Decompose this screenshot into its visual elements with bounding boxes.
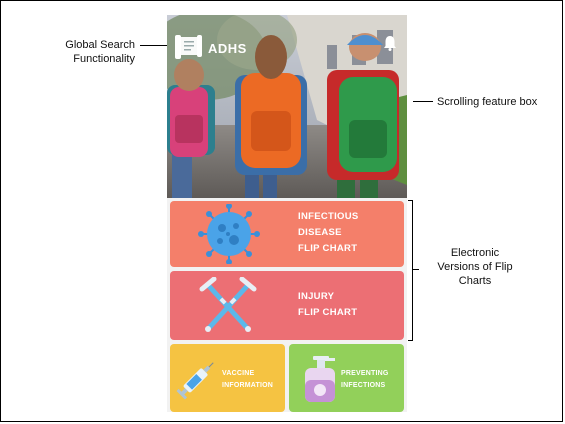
card-label-line: FLIP CHART bbox=[298, 243, 358, 254]
card-label-line: INFECTIONS bbox=[341, 382, 386, 389]
bell-icon[interactable] bbox=[383, 35, 397, 56]
bracket-line bbox=[412, 200, 413, 340]
scrolling-feature-box[interactable]: ADHS bbox=[167, 15, 407, 198]
infectious-disease-flip-chart-card[interactable]: INFECTIOUS DISEASE FLIP CHART bbox=[170, 201, 404, 267]
annotation-line: Charts bbox=[458, 275, 492, 287]
soap-dispenser-icon bbox=[299, 352, 339, 409]
hero-photo bbox=[167, 15, 407, 198]
annotation-global-search: Global Search Functionality bbox=[45, 38, 135, 66]
card-label-line: PREVENTING bbox=[341, 370, 389, 377]
card-label-line: DISEASE bbox=[298, 227, 342, 238]
card-label-line: INJURY bbox=[298, 291, 335, 302]
annotation-scrolling-box: Scrolling feature box bbox=[437, 96, 538, 108]
card-label-line: INFORMATION bbox=[222, 382, 274, 389]
scroll-logo-icon[interactable] bbox=[173, 33, 205, 66]
card-label-line: FLIP CHART bbox=[298, 307, 358, 318]
crutches-icon bbox=[198, 276, 258, 340]
card-label-line: VACCINE bbox=[222, 370, 255, 377]
preventing-infections-card[interactable]: PREVENTING INFECTIONS bbox=[289, 344, 404, 412]
annotation-flip-charts: Electronic Versions of Flip Charts bbox=[425, 246, 525, 288]
annotation-line: Electronic bbox=[450, 247, 500, 259]
card-label: INFECTIOUS DISEASE FLIP CHART bbox=[298, 209, 359, 257]
bracket-bottom bbox=[408, 340, 413, 341]
card-label-line: INFECTIOUS bbox=[298, 211, 359, 222]
vaccine-information-card[interactable]: VACCINE INFORMATION bbox=[170, 344, 285, 412]
annotation-leader-line bbox=[140, 45, 168, 46]
bracket-tick bbox=[413, 269, 419, 270]
card-label: INJURY FLIP CHART bbox=[298, 289, 357, 321]
virus-icon bbox=[198, 203, 260, 267]
card-label: VACCINE INFORMATION bbox=[222, 368, 273, 392]
app-screen: ADHS bbox=[167, 15, 407, 412]
annotation-line: Versions of Flip bbox=[437, 261, 513, 273]
annotation-leader-line bbox=[413, 101, 433, 102]
syringe-icon bbox=[174, 356, 220, 407]
bracket-top bbox=[408, 200, 413, 201]
annotation-line: Global Search bbox=[65, 39, 135, 51]
injury-flip-chart-card[interactable]: INJURY FLIP CHART bbox=[170, 271, 404, 340]
card-label: PREVENTING INFECTIONS bbox=[341, 368, 389, 392]
app-title: ADHS bbox=[208, 41, 247, 56]
annotation-line: Functionality bbox=[73, 53, 135, 65]
